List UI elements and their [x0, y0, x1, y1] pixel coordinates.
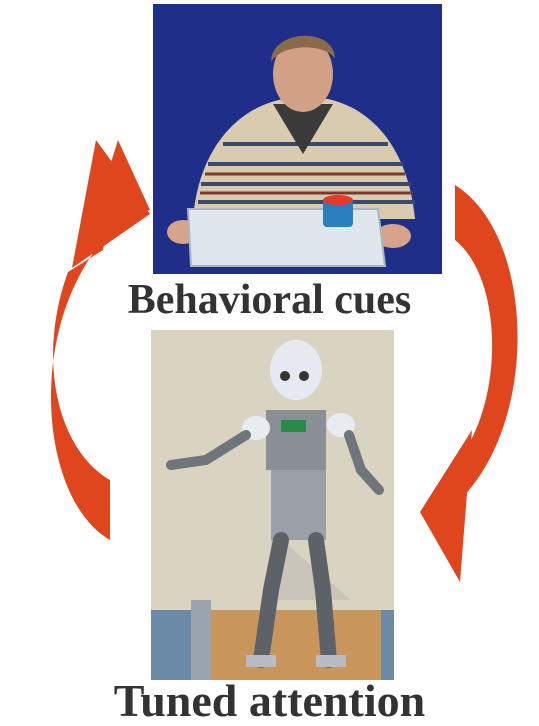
photo-humanoid-robot	[151, 330, 394, 680]
left-arrowhead	[72, 140, 150, 268]
photo-human-at-table	[153, 4, 442, 274]
caption-tuned-attention: Tuned attention	[0, 676, 539, 726]
caption-behavioral-cues: Behavioral cues	[0, 275, 539, 325]
right-arrowhead	[420, 430, 472, 582]
